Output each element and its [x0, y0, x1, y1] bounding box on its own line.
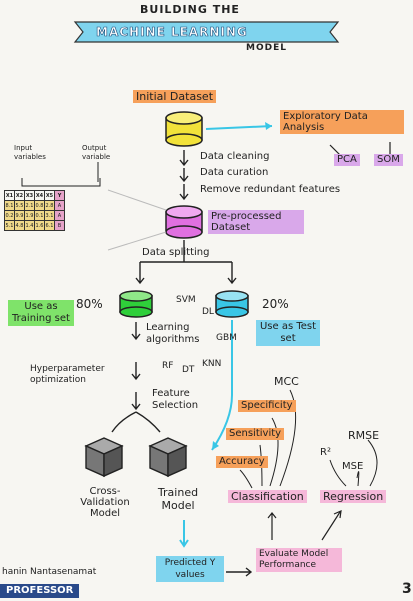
- trained-model-cube: [148, 437, 188, 478]
- training-set-text: Use as Training set: [12, 301, 70, 324]
- metric-arrows: [239, 389, 378, 489]
- table-cell: 0.2: [4, 210, 15, 221]
- pct20-label: 20%: [262, 297, 289, 311]
- test-cylinder: [215, 290, 249, 318]
- learning-text: Learning algorithms: [146, 322, 200, 345]
- trained-model-text: Trained Model: [157, 486, 199, 512]
- pct80-label: 80%: [76, 297, 103, 311]
- gbm-label: GBM: [216, 333, 237, 343]
- professor-badge: PROFESSOR: [0, 584, 80, 598]
- title-line3: MODEL: [246, 43, 287, 53]
- mse-label: MSE: [342, 461, 364, 472]
- table-cell: 5.1: [4, 220, 15, 231]
- training-cylinder: [119, 290, 153, 318]
- rf-label: RF: [162, 361, 174, 371]
- som-label: SOM: [374, 154, 403, 166]
- output-variable-text: Output variable: [82, 144, 111, 161]
- output-variable-label: Output variable: [82, 144, 122, 162]
- splitting-label: Data splitting: [142, 247, 210, 258]
- table-header-row: X1 X2 X3 X4 X5 Y: [4, 190, 65, 201]
- test-set-text: Use as Test set: [259, 321, 317, 344]
- r2-label: R²: [320, 447, 331, 458]
- table-cell: 0.8: [34, 200, 45, 211]
- cleaning-label: Data cleaning: [200, 151, 270, 162]
- table-header-cell: X3: [24, 190, 35, 201]
- table-cell: 2.1: [24, 200, 35, 211]
- table-cell: 4.8: [14, 220, 25, 231]
- table-row: 0.2 9.9 1.9 0.1 3.1 A: [4, 210, 65, 221]
- title-line2: MACHINE LEARNING: [96, 25, 248, 39]
- initial-dataset-cylinder: [165, 111, 203, 147]
- training-set-label: Use as Training set: [8, 300, 74, 326]
- knn-label: KNN: [202, 359, 222, 369]
- curation-label: Data curation: [200, 167, 269, 178]
- table-cell: 3.1: [44, 210, 55, 221]
- cv-model-cube: [84, 437, 124, 478]
- feature-text: Feature Selection: [152, 388, 199, 411]
- specificity-label: Specificity: [238, 400, 296, 412]
- table-cell: 5.5: [14, 200, 25, 211]
- cv-model-label: Cross-Validation Model: [74, 486, 136, 519]
- test-set-label: Use as Test set: [256, 320, 320, 346]
- table-cell: 8.1: [4, 200, 15, 211]
- preprocessed-label: Pre-processed Dataset: [208, 210, 304, 234]
- input-variables-label: Input variables: [14, 144, 60, 162]
- table-header-cell: X4: [34, 190, 45, 201]
- table-cell: A: [54, 210, 65, 221]
- table-cell: 1.6: [34, 220, 45, 231]
- splitting-arrows: [135, 240, 237, 285]
- hyper-label: Hyperparameter optimization: [30, 364, 122, 386]
- evaluate-label: Evaluate Model Performance: [256, 548, 342, 572]
- sensitivity-label: Sensitivity: [226, 428, 285, 440]
- feature-label: Feature Selection: [152, 388, 212, 412]
- title-banner: [73, 21, 340, 43]
- input-variables-text: Input variables: [14, 144, 46, 161]
- table-cell: 0.1: [34, 210, 45, 221]
- evaluate-text: Evaluate Model Performance: [259, 549, 329, 570]
- table-cell: 1.9: [24, 210, 35, 221]
- table-header-cell: Y: [54, 190, 65, 201]
- data-table: X1 X2 X3 X4 X5 Y 8.1 5.5 2.1 0.8 2.8 A 0…: [4, 190, 65, 231]
- initial-dataset-label: Initial Dataset: [133, 90, 217, 103]
- author-label: hanin Nantasenamat: [2, 567, 97, 577]
- table-header-cell: X5: [44, 190, 55, 201]
- dl-label: DL: [202, 307, 214, 317]
- mcc-label: MCC: [274, 375, 299, 388]
- regression-label: Regression: [320, 490, 387, 503]
- predicted-text: Predicted Y values: [164, 558, 216, 580]
- cleaning-arrows: [179, 150, 189, 201]
- corner-number: 3: [402, 581, 412, 597]
- hyper-text: Hyperparameter optimization: [30, 364, 105, 385]
- rmse-label: RMSE: [348, 429, 380, 442]
- predicted-label: Predicted Y values: [156, 556, 224, 582]
- table-cell: 9.9: [14, 210, 25, 221]
- table-cell: B: [54, 220, 65, 231]
- table-cell: 2.8: [44, 200, 55, 211]
- training-flow-arrows: [111, 322, 161, 433]
- svm-label: SVM: [176, 295, 196, 305]
- table-header-cell: X1: [4, 190, 15, 201]
- table-cell: 1.4: [24, 220, 35, 231]
- remove-label: Remove redundant features: [200, 184, 341, 195]
- dt-label: DT: [182, 365, 195, 375]
- trained-model-label: Trained Model: [148, 486, 208, 512]
- table-cell: A: [54, 200, 65, 211]
- table-header-cell: X2: [14, 190, 25, 201]
- preprocessed-text: Pre-processed Dataset: [211, 211, 282, 233]
- table-row: 5.1 4.8 1.4 1.6 6.1 B: [4, 220, 65, 231]
- accuracy-label: Accuracy: [216, 456, 268, 468]
- classification-label: Classification: [228, 490, 307, 503]
- eda-text: Exploratory Data Analysis: [283, 111, 368, 133]
- eda-label: Exploratory Data Analysis: [280, 110, 404, 134]
- learning-label: Learning algorithms: [146, 322, 216, 346]
- title-line1: BUILDING THE: [140, 3, 240, 16]
- cv-model-text: Cross-Validation Model: [80, 486, 130, 519]
- pca-label: PCA: [334, 154, 360, 166]
- arrow-to-eda: [205, 125, 273, 130]
- table-row: 8.1 5.5 2.1 0.8 2.8 A: [4, 200, 65, 211]
- table-cell: 6.1: [44, 220, 55, 231]
- preprocessed-cylinder: [165, 205, 203, 239]
